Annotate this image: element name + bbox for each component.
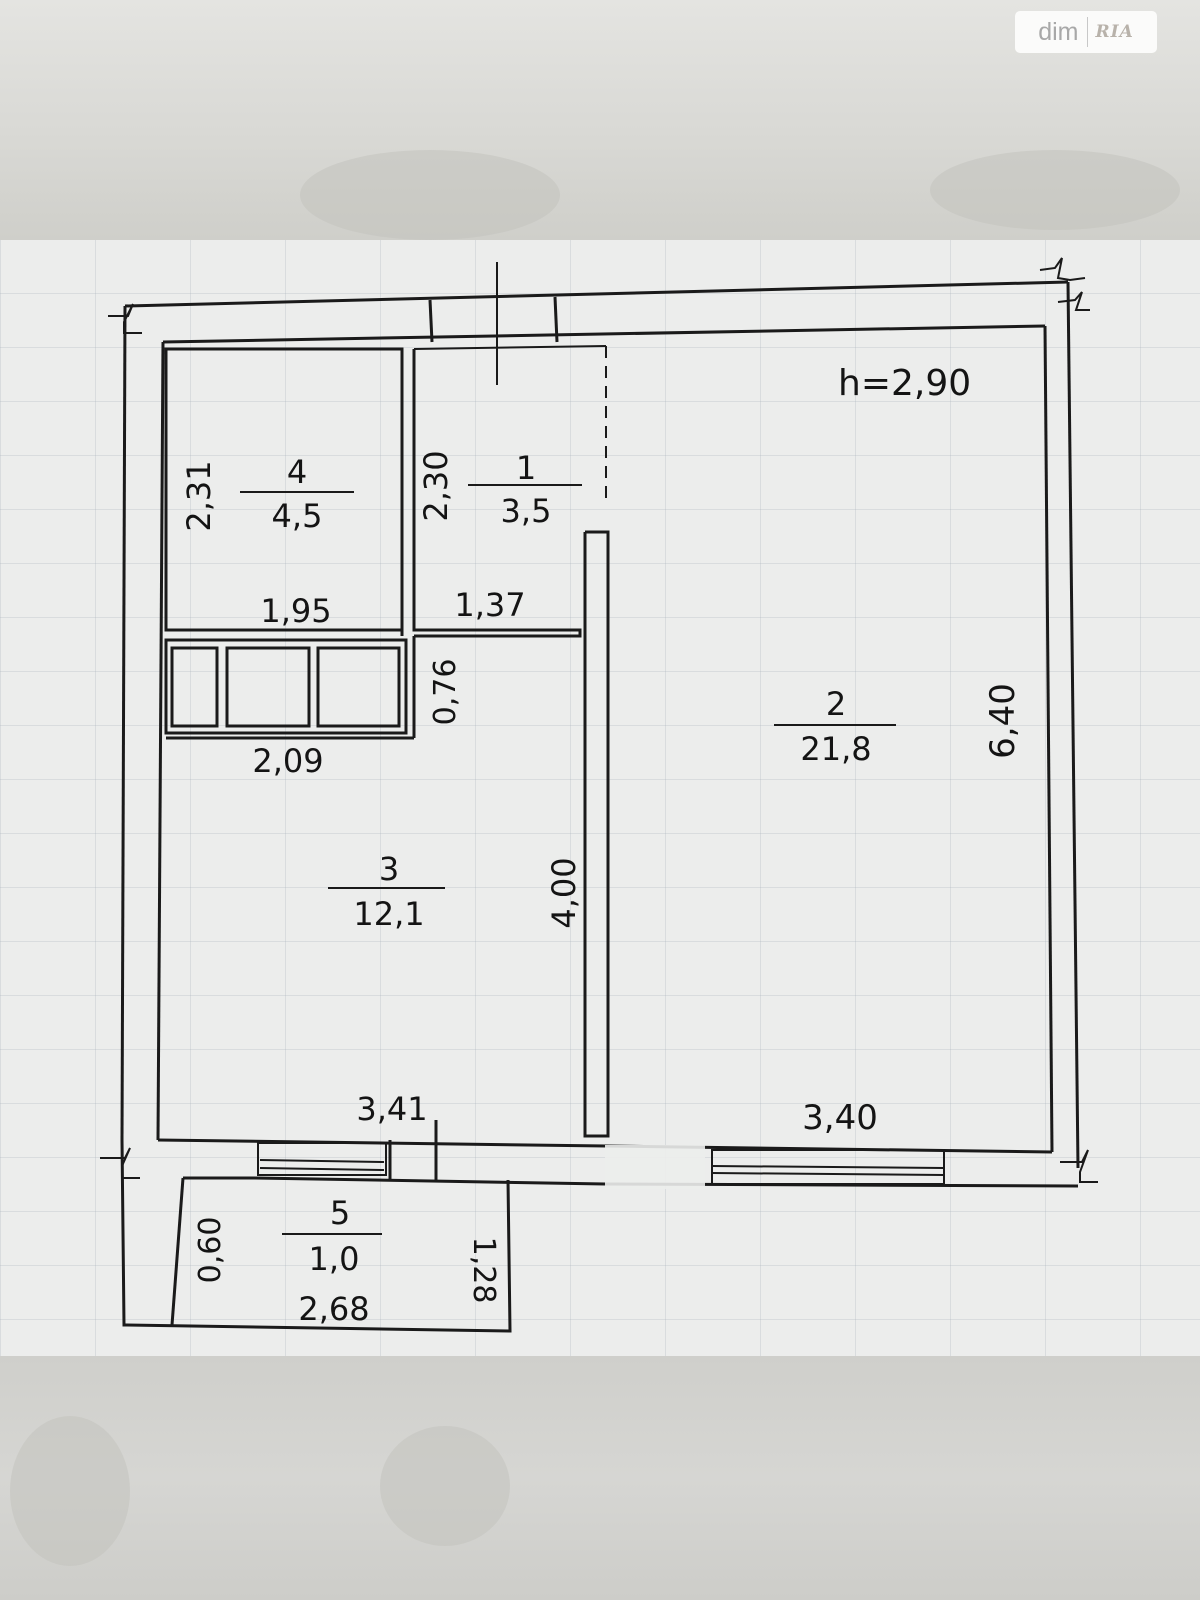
- room-5-area: 1,0: [309, 1240, 360, 1278]
- balcony-outer: [120, 1139, 512, 1333]
- room-1-outline: [412, 349, 582, 638]
- east-wall-inner: [1043, 325, 1054, 1153]
- south-wall-outer-left: [254, 1176, 606, 1186]
- room-3-number: 3: [379, 850, 399, 888]
- dim-room2-height: 6,40: [983, 683, 1023, 759]
- dim-room3-width: 3,41: [356, 1090, 427, 1128]
- partition-room3-room2: [583, 530, 610, 1138]
- masked-patch: [605, 1145, 705, 1189]
- room-2-area: 21,8: [800, 730, 871, 768]
- room-1-divider: [413, 345, 607, 350]
- wardrobe-section: [225, 646, 311, 728]
- west-wall-inner: [156, 341, 165, 1141]
- room-2-number: 2: [826, 685, 846, 723]
- logo-brand: dim: [1038, 17, 1079, 46]
- wardrobe-section: [170, 646, 219, 728]
- entrance-door: [428, 262, 559, 385]
- balcony: [120, 1139, 512, 1333]
- dim-closet-width: 2,09: [252, 742, 323, 780]
- blur-shape: [300, 150, 560, 240]
- dim-room1-width: 1,37: [454, 586, 525, 624]
- dim-room3-height: 4,00: [545, 857, 583, 928]
- wardrobe-section: [316, 646, 401, 728]
- balcony-inner: [170, 1177, 185, 1326]
- floor-plan-sheet: [0, 240, 1200, 1356]
- dim-balcony-depth: 0,60: [193, 1217, 228, 1284]
- dimria-logo[interactable]: dim RIA: [1015, 11, 1157, 53]
- window-line: [711, 1165, 945, 1169]
- ceiling-height-label: h=2,90: [838, 363, 971, 404]
- balcony-door-line: [259, 1167, 385, 1171]
- logo-divider: [1086, 17, 1088, 47]
- break-mark: [1057, 291, 1090, 311]
- west-wall-outer: [120, 305, 127, 1141]
- north-wall-outer: [124, 280, 1069, 308]
- break-mark: [100, 1147, 140, 1179]
- room-5-number: 5: [330, 1194, 350, 1232]
- dim-room4-width: 1,95: [260, 592, 331, 630]
- dimension-labels: 2,31 1,95 2,30 1,37 0,76 2,09 4,00 3,41 …: [180, 450, 1023, 1328]
- north-wall-inner: [162, 324, 1046, 344]
- room-1-area: 3,5: [501, 492, 552, 530]
- balcony-door: [257, 1142, 387, 1176]
- logo-sub: RIA: [1095, 22, 1134, 42]
- break-mark: [108, 303, 142, 334]
- blurred-top-band: [0, 0, 1200, 240]
- room-4-number: 4: [287, 453, 307, 491]
- wardrobe-outline: [164, 638, 408, 735]
- south-openings: [257, 1120, 945, 1189]
- room-labels: h=2,90 4 4,5 1 3,5 2 21,8 3 12,1 5 1,0: [240, 363, 971, 1278]
- door-jamb: [428, 299, 434, 343]
- room-4-area: 4,5: [272, 497, 323, 535]
- balcony-door-line: [259, 1159, 385, 1163]
- room-3-area: 12,1: [353, 895, 424, 933]
- dim-balcony-width: 2,68: [298, 1290, 369, 1328]
- door-jamb: [553, 296, 559, 343]
- blur-shape: [930, 150, 1180, 230]
- dim-balcony-side: 1,28: [466, 1237, 501, 1304]
- dim-room1-height: 2,30: [417, 450, 455, 521]
- wardrobe: [164, 636, 416, 740]
- blurred-bottom-band: [0, 1356, 1200, 1600]
- blur-shape: [10, 1416, 130, 1566]
- break-mark: [1039, 257, 1086, 282]
- east-wall-outer: [1066, 281, 1080, 1169]
- room-1-number: 1: [516, 449, 536, 487]
- window-line: [711, 1172, 945, 1176]
- dim-room4-height: 2,31: [180, 460, 218, 531]
- wall-break-marks: [100, 257, 1098, 1183]
- dim-room2-width: 3,40: [802, 1098, 878, 1138]
- break-mark: [1060, 1149, 1098, 1183]
- dim-closet-depth: 0,76: [428, 659, 463, 726]
- blur-shape: [380, 1426, 510, 1546]
